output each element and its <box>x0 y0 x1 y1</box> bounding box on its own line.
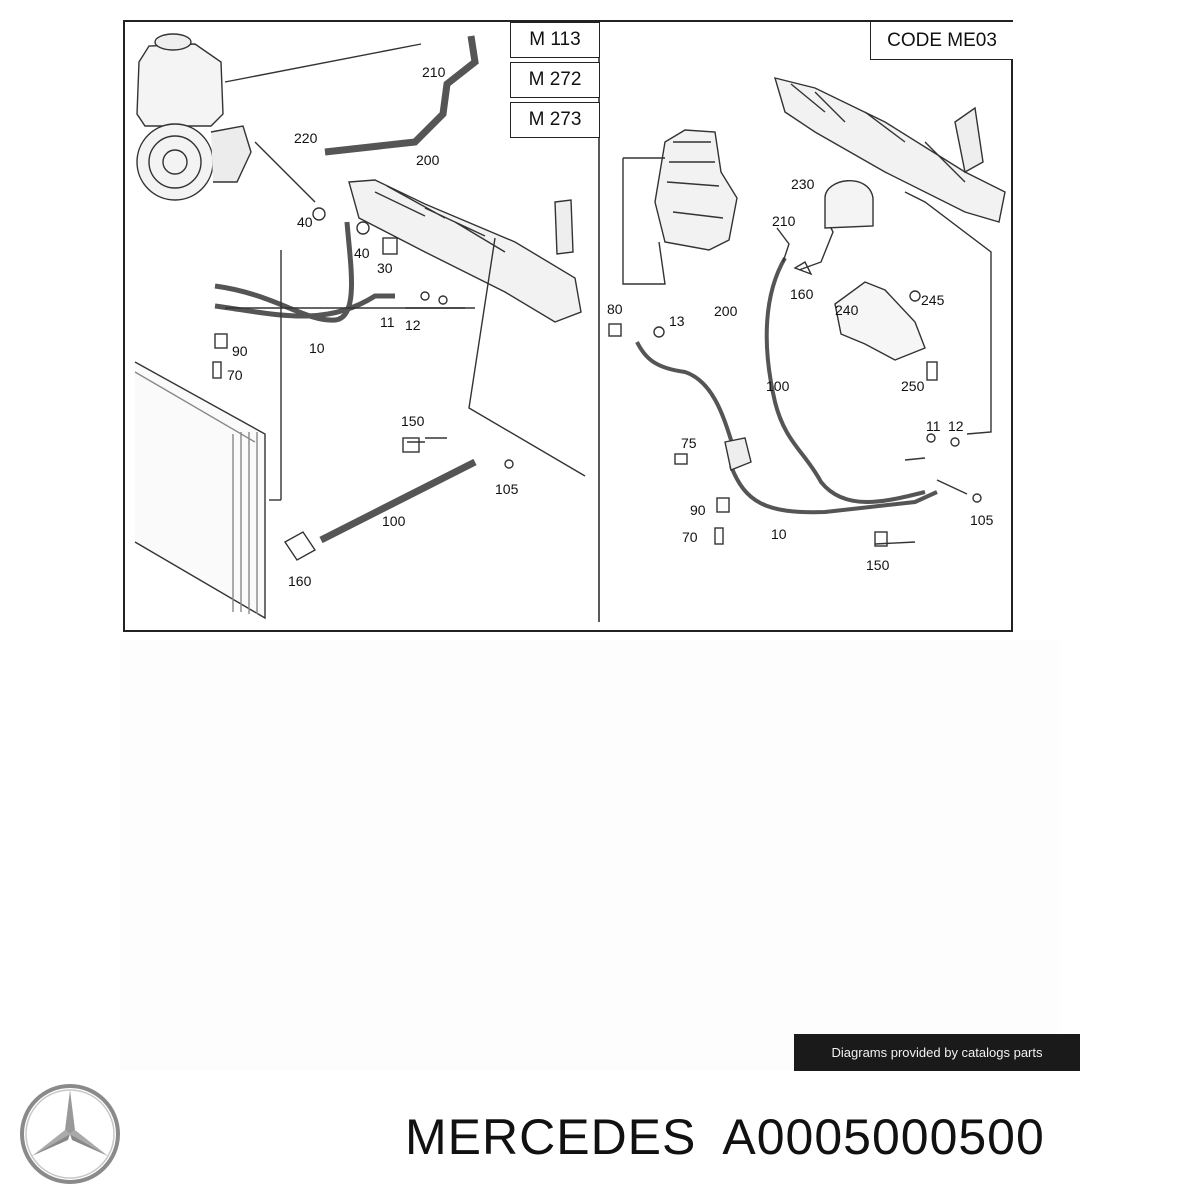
callout: 75 <box>681 435 697 451</box>
callout: 150 <box>401 413 425 429</box>
callout: 150 <box>866 557 890 573</box>
callout: 70 <box>682 529 698 545</box>
callout: 160 <box>288 573 312 589</box>
product-title: MERCEDES A0005000500 <box>405 1108 1045 1166</box>
callout: 160 <box>790 286 814 302</box>
callout: 100 <box>766 378 790 394</box>
callout: 12 <box>948 418 964 434</box>
callout: 105 <box>495 481 519 497</box>
callout: 240 <box>835 302 859 318</box>
callout: 11 <box>926 418 941 434</box>
callout: 30 <box>377 260 393 276</box>
callout: 220 <box>294 130 318 146</box>
callout: 70 <box>227 367 243 383</box>
engine-code-m273: M 273 <box>510 102 600 138</box>
catalog-banner: Diagrams provided by catalogs parts <box>794 1034 1080 1071</box>
callout: 90 <box>232 343 248 359</box>
callout: 230 <box>791 176 815 192</box>
callout: 105 <box>970 512 994 528</box>
callout: 40 <box>354 245 370 261</box>
mercedes-star-icon <box>20 1084 120 1184</box>
code-label: CODE ME03 <box>870 22 1013 60</box>
diagram-drawing <box>134 22 1006 622</box>
callout: 210 <box>772 213 796 229</box>
parts-diagram: M 113 M 272 M 273 CODE ME03 210 220 200 … <box>123 20 1013 632</box>
image-background <box>120 640 1060 1070</box>
callout: 10 <box>309 340 325 356</box>
callout: 250 <box>901 378 925 394</box>
callout: 80 <box>607 301 623 317</box>
callout: 40 <box>297 214 313 230</box>
callout: 10 <box>771 526 787 542</box>
part-number: A0005000500 <box>722 1109 1045 1165</box>
engine-code-m113: M 113 <box>510 22 600 58</box>
callout: 200 <box>416 152 440 168</box>
callout: 245 <box>921 292 945 308</box>
engine-code-m272: M 272 <box>510 62 600 98</box>
callout: 11 <box>380 314 395 330</box>
callout: 13 <box>669 313 685 329</box>
callout: 200 <box>714 303 738 319</box>
callout: 90 <box>690 502 706 518</box>
brand-name: MERCEDES <box>405 1109 697 1165</box>
callout: 12 <box>405 317 421 333</box>
callout: 210 <box>422 64 446 80</box>
callout: 100 <box>382 513 406 529</box>
